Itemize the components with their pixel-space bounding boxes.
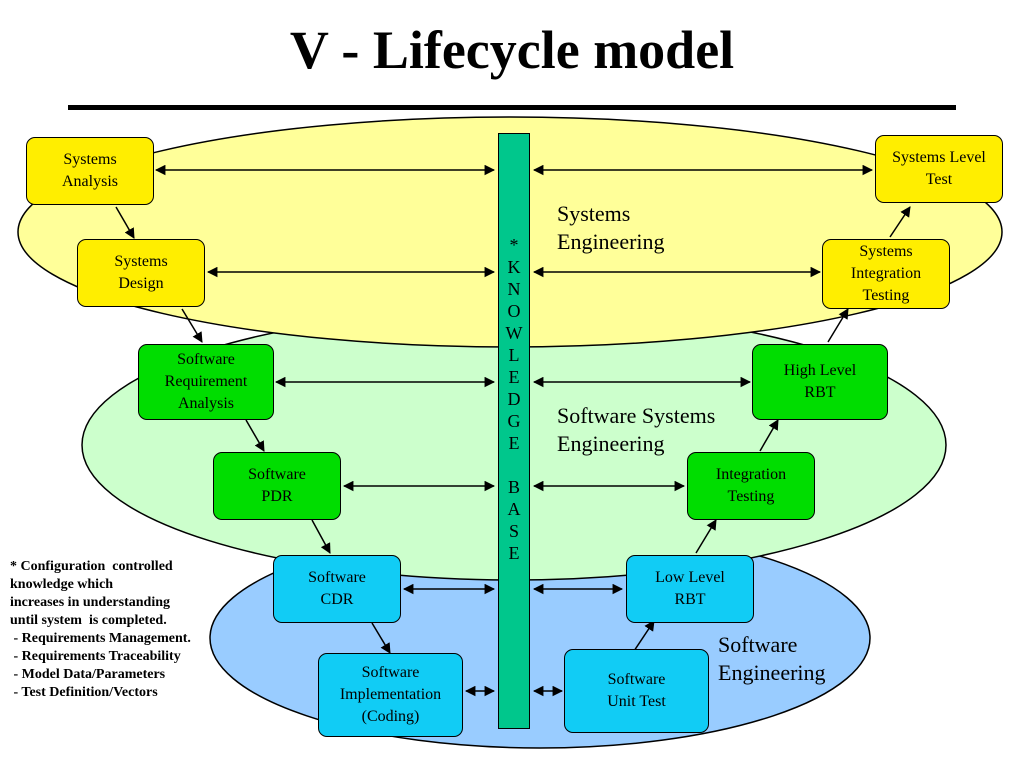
software-cdr-box[interactable]: Software CDR: [273, 555, 401, 623]
high-level-rbt-box[interactable]: High Level RBT: [752, 344, 888, 420]
flow-arrow: [889, 206, 911, 238]
software-engineering-label: Software Engineering: [718, 632, 826, 685]
knowledge-base-column: * K N O W L E D G E B A S E: [498, 133, 530, 729]
knowledge-base-label: * K N O W L E D G E B A S E: [505, 235, 523, 563]
flow-arrow: [245, 419, 265, 452]
software-pdr-box[interactable]: Software PDR: [213, 452, 341, 520]
note-line: knowledge which: [10, 577, 114, 592]
systems-analysis-box[interactable]: Systems Analysis: [26, 137, 154, 205]
systems-level-test-box[interactable]: Systems Level Test: [875, 135, 1003, 203]
software-implementation-box[interactable]: Software Implementation (Coding): [318, 653, 463, 737]
low-level-rbt-box[interactable]: Low Level RBT: [626, 555, 754, 623]
flow-arrow: [115, 206, 135, 239]
flow-arrow: [827, 308, 849, 343]
flow-arrow: [695, 519, 717, 554]
note-line: increases in understanding: [10, 595, 170, 610]
note-line: * Configuration controlled: [10, 559, 173, 574]
software-requirement-analysis-box[interactable]: Software Requirement Analysis: [138, 344, 274, 420]
flow-arrow: [371, 622, 391, 654]
low-level-rbt-label: Low Level RBT: [655, 569, 725, 608]
page-title: V - Lifecycle model: [289, 20, 735, 80]
title-underline: [68, 105, 956, 110]
note-line: - Requirements Management.: [10, 631, 191, 646]
systems-design-box[interactable]: Systems Design: [77, 239, 205, 307]
systems-analysis-label: Systems Analysis: [62, 151, 118, 190]
configuration-note: * Configuration controlled knowledge whi…: [10, 558, 250, 702]
flow-arrow: [633, 620, 655, 652]
systems-design-label: Systems Design: [114, 253, 168, 292]
flow-arrow: [311, 519, 331, 554]
note-line: - Test Definition/Vectors: [10, 685, 158, 700]
flow-arrow: [181, 308, 203, 343]
software-implementation-label: Software Implementation (Coding): [339, 664, 442, 725]
integration-testing-label: Integration Testing: [715, 466, 787, 505]
note-line: - Requirements Traceability: [10, 649, 181, 664]
systems-level-test-label: Systems Level Test: [892, 149, 986, 188]
integration-testing-box[interactable]: Integration Testing: [687, 452, 815, 520]
systems-integration-testing-label: Systems Integration Testing: [850, 243, 922, 304]
software-unit-test-label: Software Unit Test: [607, 671, 666, 710]
systems-engineering-label: Systems Engineering: [557, 201, 665, 254]
software-cdr-label: Software CDR: [308, 569, 366, 608]
systems-integration-testing-box[interactable]: Systems Integration Testing: [822, 239, 950, 309]
software-requirement-analysis-label: Software Requirement Analysis: [164, 351, 248, 412]
software-pdr-label: Software PDR: [248, 466, 306, 505]
high-level-rbt-label: High Level RBT: [783, 362, 857, 401]
software-unit-test-box[interactable]: Software Unit Test: [564, 649, 709, 733]
note-line: until system is completed.: [10, 613, 167, 628]
software-systems-engineering-label: Software Systems Engineering: [557, 403, 716, 456]
note-line: - Model Data/Parameters: [10, 667, 166, 682]
flow-arrow: [759, 419, 779, 452]
